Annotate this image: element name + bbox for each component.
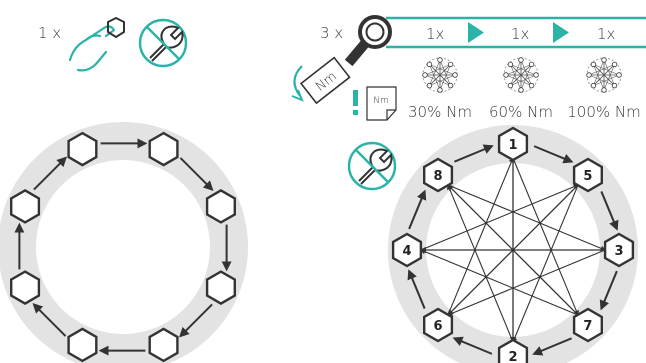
pass-torque-2: 60% Nm: [489, 103, 553, 121]
nut-icon: [9, 189, 41, 224]
torque-step: 3 x 1x 1x 1x Nm Nm: [291, 15, 646, 121]
star-line: [447, 184, 607, 251]
sequence-arrow: [600, 191, 619, 231]
torque-pass-band: [386, 16, 646, 49]
sequence-arrow: [407, 269, 426, 309]
pass-arrow-2: [553, 22, 569, 43]
sequence-number: 3: [614, 244, 623, 259]
nut-icon: [572, 307, 603, 343]
nut-icon: [603, 232, 635, 268]
hand-count-label: 1 x: [38, 24, 61, 42]
torque-count-label: 3 x: [320, 24, 343, 42]
sequence-number: 7: [583, 319, 592, 334]
nut-icon: [391, 232, 423, 268]
star-line: [512, 157, 579, 317]
flange-ring: [0, 122, 248, 363]
sequence-arrow: [452, 336, 493, 355]
hand-sequence-ring: [0, 122, 248, 363]
sequence-arrow: [454, 144, 494, 163]
sequence-number: 2: [508, 350, 517, 363]
pass-count-1: 1x: [426, 25, 445, 43]
star-line: [447, 184, 579, 316]
sequence-arrow: [408, 189, 427, 230]
star-line: [419, 249, 579, 316]
nut-icon: [67, 131, 98, 167]
nut-icon: [148, 327, 179, 363]
pass-count-2: 1x: [511, 25, 530, 43]
pass-torque-1: 30% Nm: [408, 103, 472, 121]
star-pattern-icon: [503, 57, 539, 93]
nut-icon: [9, 270, 41, 305]
sequence-arrow: [179, 303, 213, 338]
sequence-number: 8: [434, 169, 443, 184]
nut-icon: [423, 307, 454, 343]
exclamation-icon: [353, 90, 358, 106]
nut-icon: [497, 338, 529, 363]
sequence-arrow: [179, 157, 214, 191]
nut-icon: [205, 270, 237, 305]
sequence-number: 5: [583, 169, 592, 184]
nut-icon: [205, 189, 237, 224]
sequence-number: 6: [434, 319, 443, 334]
sequence-number: 4: [402, 244, 411, 259]
nut-icon: [497, 126, 529, 162]
sequence-arrow: [532, 337, 572, 356]
nut-icon: [67, 327, 98, 363]
torque-wrench-icon: Nm: [291, 15, 392, 105]
sequence-arrow: [599, 270, 618, 311]
nut-icon: [423, 157, 454, 193]
hand-tighten-step: 1 x: [38, 17, 188, 72]
star-line: [446, 249, 606, 316]
no-wrench-icon: [138, 18, 188, 68]
star-line: [447, 183, 514, 343]
nut-icon: [148, 131, 179, 167]
star-line: [420, 184, 580, 251]
hand-nut-icon: [68, 17, 125, 72]
sequence-arrow: [33, 156, 67, 191]
no-wrench-icon: [347, 141, 397, 191]
sequence-arrow: [533, 145, 574, 164]
pass-count-3: 1x: [597, 25, 616, 43]
pass-arrow-1: [468, 22, 484, 43]
doc-label: Nm: [373, 96, 389, 106]
star-line: [512, 184, 579, 344]
sequence-number: 1: [508, 138, 517, 153]
star-line: [447, 156, 514, 316]
star-pattern-icon: [422, 57, 458, 93]
pass-torque-3: 100% Nm: [567, 103, 640, 121]
torque-doc-icon: Nm: [366, 86, 397, 121]
star-pattern-icon: [586, 57, 622, 93]
nut-icon: [572, 157, 603, 193]
star-sequence-ring: 1 5 3 7 2 6 4 8: [388, 125, 638, 363]
sequence-arrow: [32, 303, 67, 337]
